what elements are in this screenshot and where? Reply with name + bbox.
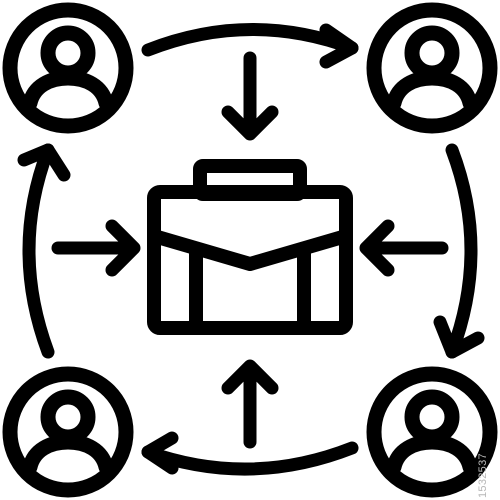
person-top-right-icon: [366, 2, 498, 134]
curved-arrow-top-icon: [141, 23, 359, 57]
cycle-arrows: [17, 23, 485, 476]
curved-arrow-left-icon: [22, 143, 55, 359]
watermark-text: 1532537: [477, 453, 489, 498]
curved-arrow-right-icon: [445, 143, 478, 359]
arrowhead-right-icon: [433, 315, 485, 359]
watermark-id: 1532537: [475, 380, 495, 500]
arrowhead-bottom-icon: [141, 431, 179, 475]
center-arrows: [51, 51, 449, 449]
briefcase-icon: [147, 159, 353, 335]
arrowhead-left-icon: [17, 143, 71, 182]
person-top-left-icon: [2, 2, 134, 134]
arrowhead-top-icon: [319, 23, 359, 69]
person-bottom-right-icon: [366, 366, 498, 498]
person-bottom-left-icon: [2, 366, 134, 498]
curved-arrow-bottom-icon: [141, 441, 359, 476]
